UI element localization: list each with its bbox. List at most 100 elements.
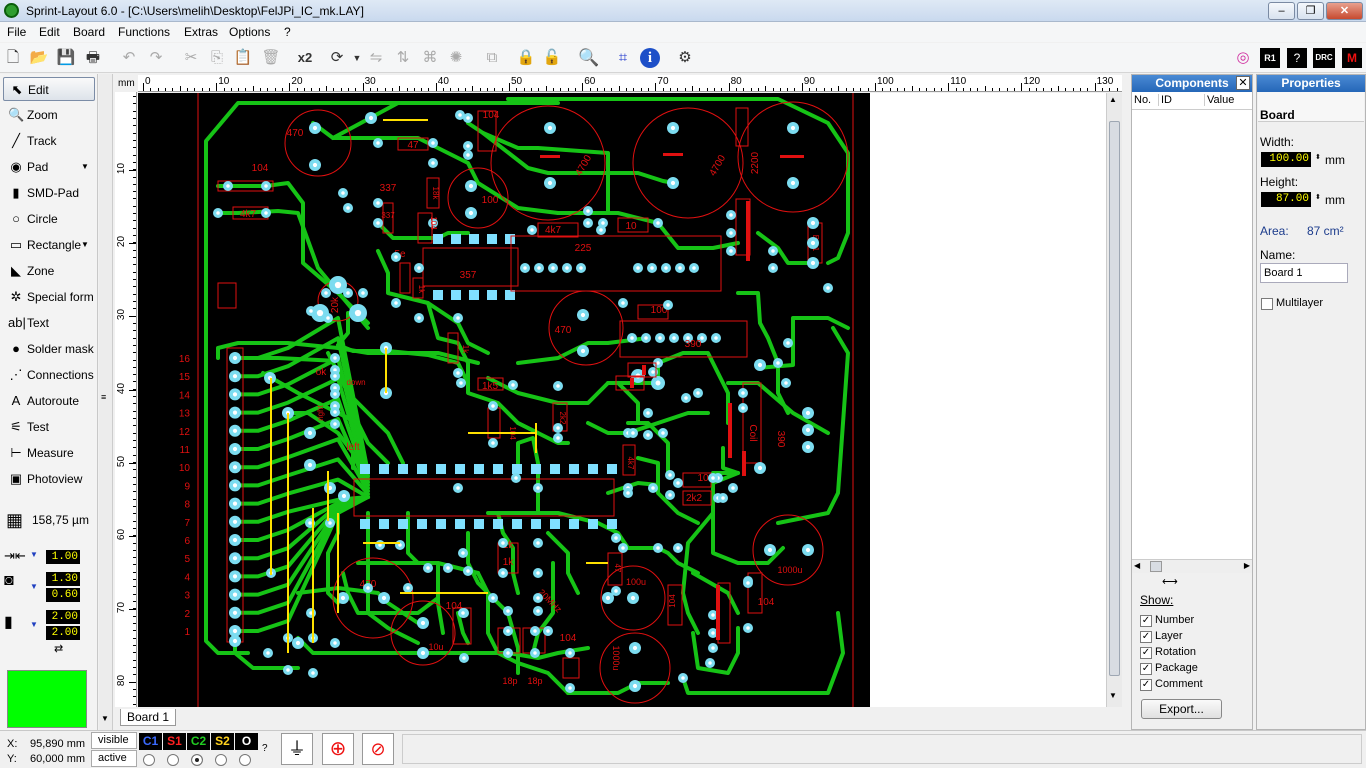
rotate-dropdown-icon[interactable]: ▼ xyxy=(352,53,362,63)
silkscreen-outline[interactable] xyxy=(607,552,623,586)
silkscreen-circle[interactable] xyxy=(600,565,666,631)
show-number-checkbox[interactable]: ✓ xyxy=(1140,615,1152,627)
pad-hole[interactable] xyxy=(646,411,650,415)
components-hscroll[interactable]: ◀ ▶ xyxy=(1132,559,1252,573)
smd-pad[interactable] xyxy=(379,464,389,474)
pad-hole[interactable] xyxy=(656,546,660,550)
pad-hole[interactable] xyxy=(670,180,676,186)
smd-pad[interactable] xyxy=(512,464,522,474)
track[interactable] xyxy=(331,101,560,140)
no-connection-icon[interactable]: ⊘ xyxy=(362,733,394,765)
pad-hole[interactable] xyxy=(547,180,553,186)
silkscreen-outline[interactable] xyxy=(452,607,472,645)
pad-hole[interactable] xyxy=(546,629,550,633)
smd-pad[interactable] xyxy=(417,464,427,474)
board-width-input[interactable]: 100.00 xyxy=(1261,152,1311,167)
track[interactable] xyxy=(296,636,590,660)
help-check-icon[interactable]: ? xyxy=(1287,48,1307,68)
pad-hole[interactable] xyxy=(232,519,238,524)
pad-hole[interactable] xyxy=(668,473,672,477)
pad-hole[interactable] xyxy=(661,431,665,435)
smd-pad[interactable] xyxy=(455,519,465,529)
pad-hole[interactable] xyxy=(681,676,685,680)
silkscreen-outline[interactable] xyxy=(622,444,636,476)
silkscreen-outline[interactable] xyxy=(667,584,683,626)
tool-test[interactable]: ⚟Test xyxy=(3,415,95,439)
track[interactable] xyxy=(516,436,540,515)
pad-hole[interactable] xyxy=(586,209,590,213)
pad-hole[interactable] xyxy=(658,336,662,340)
rotate-icon[interactable]: ⟳ xyxy=(330,49,344,66)
pad-hole[interactable] xyxy=(805,444,811,450)
pad-hole[interactable] xyxy=(676,481,680,485)
layer-o-active-radio[interactable] xyxy=(239,754,251,766)
menu-file[interactable]: File xyxy=(7,25,27,39)
pad-hole[interactable] xyxy=(333,392,337,396)
pad-hole[interactable] xyxy=(621,546,625,550)
pad-hole[interactable] xyxy=(580,348,586,354)
pad-hole[interactable] xyxy=(226,184,230,188)
tool-edit[interactable]: ⬉Edit xyxy=(3,77,95,101)
smd-pad[interactable] xyxy=(550,464,560,474)
snap-icon[interactable]: ⌗ xyxy=(618,49,628,66)
track[interactable] xyxy=(426,301,540,435)
pad-hole[interactable] xyxy=(468,210,474,216)
pad-hole[interactable] xyxy=(491,441,495,445)
show-layer-checkbox[interactable]: ✓ xyxy=(1140,631,1152,643)
dropdown-arrow-icon[interactable]: ▼ xyxy=(81,162,89,171)
track[interactable] xyxy=(626,546,700,575)
pad-hole[interactable] xyxy=(729,249,733,253)
track[interactable] xyxy=(681,611,845,695)
pad-hole[interactable] xyxy=(630,595,636,601)
export-button[interactable]: Export... xyxy=(1141,699,1222,719)
pad-hole[interactable] xyxy=(334,281,342,289)
pad-hole[interactable] xyxy=(468,183,474,189)
silkscreen-outline[interactable] xyxy=(682,490,712,506)
smd-pad[interactable] xyxy=(398,519,408,529)
show-rotation-checkbox[interactable]: ✓ xyxy=(1140,647,1152,659)
smd-pad[interactable] xyxy=(436,519,446,529)
pad-hole[interactable] xyxy=(232,638,238,644)
multilayer-checkbox[interactable] xyxy=(1261,298,1273,310)
pad-hole[interactable] xyxy=(711,631,715,635)
smd-pad[interactable] xyxy=(493,519,503,529)
pad-hole[interactable] xyxy=(328,521,332,525)
pad-hole[interactable] xyxy=(684,396,688,400)
swap-icon[interactable]: ⇄ xyxy=(54,643,64,655)
grid-setting[interactable]: ▦ 158,75 µm xyxy=(4,508,92,532)
track[interactable] xyxy=(326,351,405,465)
pad-hole[interactable] xyxy=(354,309,362,317)
pad-hole[interactable] xyxy=(264,184,268,188)
pad-hole[interactable] xyxy=(368,115,374,121)
silkscreen-outline[interactable] xyxy=(637,304,669,320)
pad-hole[interactable] xyxy=(340,595,346,601)
smd-pad[interactable] xyxy=(531,464,541,474)
pad-hole[interactable] xyxy=(621,301,625,305)
drc-icon[interactable]: DRC xyxy=(1313,48,1335,68)
pad-hole[interactable] xyxy=(536,596,540,600)
tool-photoview[interactable]: ▣Photoview xyxy=(3,467,95,491)
scroll-left-icon[interactable]: ◀ xyxy=(1134,561,1141,570)
smd-pad[interactable] xyxy=(474,519,484,529)
pad-hole[interactable] xyxy=(466,569,470,573)
scroll-thumb[interactable] xyxy=(1109,121,1120,676)
silkscreen-bar[interactable] xyxy=(728,403,732,458)
pad-hole[interactable] xyxy=(536,486,540,490)
smd-pad[interactable] xyxy=(487,290,497,300)
track[interactable] xyxy=(341,571,440,615)
track[interactable] xyxy=(546,531,580,595)
silkscreen-outline[interactable] xyxy=(717,582,731,644)
col-no[interactable]: No. xyxy=(1134,94,1152,106)
silkscreen-circle[interactable] xyxy=(737,101,849,213)
pad-hole[interactable] xyxy=(729,213,733,217)
pad-hole[interactable] xyxy=(805,427,811,433)
pad-hole[interactable] xyxy=(333,404,337,408)
track[interactable] xyxy=(736,291,790,415)
pad-hole[interactable] xyxy=(381,595,387,601)
silkscreen-outline[interactable] xyxy=(382,202,394,234)
tool-special-form[interactable]: ✲Special form xyxy=(3,285,95,309)
pad-hole[interactable] xyxy=(632,683,638,689)
group-icon[interactable]: ✺ xyxy=(449,49,463,66)
smd-pad[interactable] xyxy=(451,290,461,300)
smd-pad[interactable] xyxy=(550,519,560,529)
